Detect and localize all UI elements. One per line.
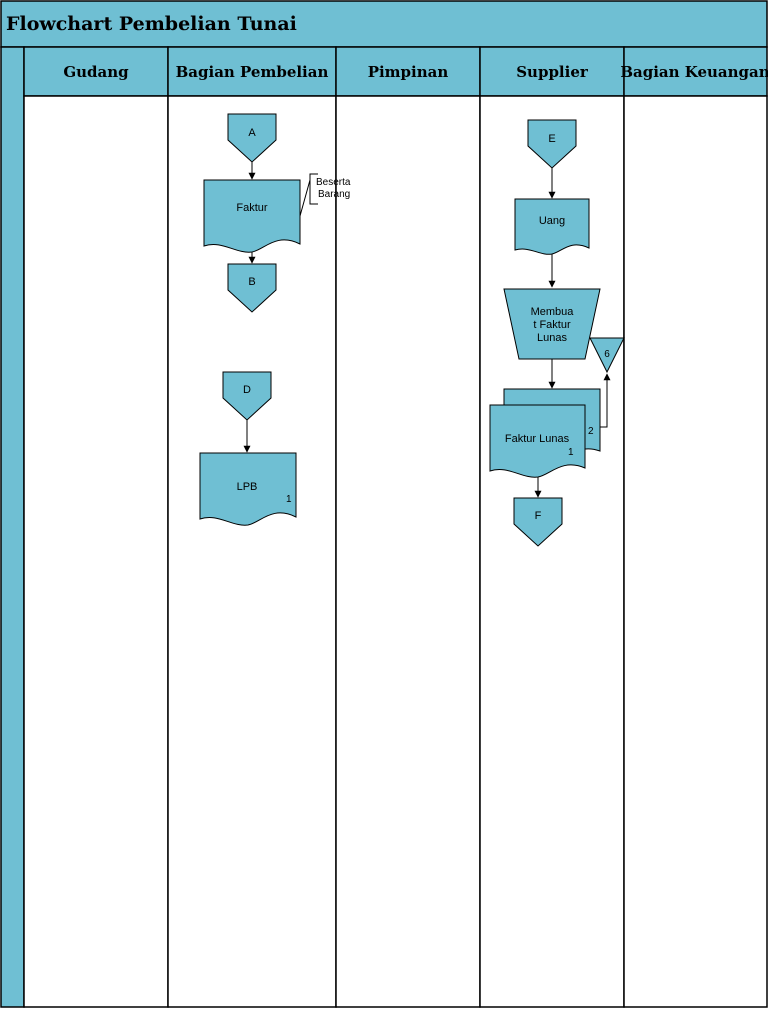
lane-label-gudang: Gudang bbox=[63, 63, 129, 81]
annotation-line1: Beserta bbox=[316, 177, 351, 188]
document-lpb-copy-number: 1 bbox=[286, 494, 292, 505]
document-faktur-lunas-copy-1 bbox=[489, 404, 586, 478]
document-uang bbox=[514, 198, 590, 255]
connector-b-label: B bbox=[248, 276, 255, 288]
connector-f-label: F bbox=[535, 510, 542, 522]
offpage-connector-d bbox=[222, 371, 272, 421]
pool-side-strip bbox=[0, 46, 25, 1008]
document-lpb-label: LPB bbox=[237, 481, 258, 493]
offpage-connector-f bbox=[513, 497, 563, 547]
offpage-connector-a bbox=[227, 113, 277, 163]
lane-body-gudang bbox=[23, 95, 169, 1008]
manual-operation-line3: Lunas bbox=[537, 332, 567, 344]
lane-body-pimpinan bbox=[335, 95, 481, 1008]
manual-operation-membuat-faktur-lunas bbox=[503, 288, 601, 360]
document-uang-label: Uang bbox=[539, 215, 565, 227]
connector-6 bbox=[589, 337, 625, 374]
lane-label-supplier: Supplier bbox=[516, 63, 589, 81]
document-faktur bbox=[203, 179, 301, 253]
lane-label-bagian-keuangan: Bagian Keuangan bbox=[620, 63, 768, 81]
annotation-bracket bbox=[299, 173, 318, 217]
connector-e-label: E bbox=[548, 133, 555, 145]
connector-d-label: D bbox=[243, 384, 251, 396]
faktur-lunas-label: Faktur Lunas bbox=[505, 433, 570, 445]
annotation-line2: Barang bbox=[318, 189, 350, 200]
manual-operation-line1: Membua bbox=[531, 306, 575, 318]
title-bar bbox=[0, 0, 768, 48]
lane-header-bagian-pembelian bbox=[167, 46, 337, 97]
lane-header-bagian-keuangan bbox=[623, 46, 768, 97]
connector-6-label: 6 bbox=[604, 349, 610, 360]
diagram-title: Flowchart Pembelian Tunai bbox=[6, 13, 297, 35]
connector-a-label: A bbox=[248, 127, 256, 139]
manual-operation-line2: t Faktur bbox=[533, 319, 571, 331]
arrow-faktur-lunas-to-6 bbox=[600, 373, 611, 428]
lane-label-pimpinan: Pimpinan bbox=[368, 63, 449, 81]
faktur-lunas-copy-2-number: 2 bbox=[588, 426, 594, 437]
lane-header-gudang bbox=[23, 46, 169, 97]
lane-label-bagian-pembelian: Bagian Pembelian bbox=[176, 63, 329, 81]
document-lpb bbox=[199, 452, 297, 526]
offpage-connector-e bbox=[527, 119, 577, 169]
offpage-connector-b bbox=[227, 263, 277, 313]
document-faktur-label: Faktur bbox=[236, 202, 268, 214]
faktur-lunas-copy-1-number: 1 bbox=[568, 447, 574, 458]
lane-body-bagian-keuangan bbox=[623, 95, 768, 1008]
